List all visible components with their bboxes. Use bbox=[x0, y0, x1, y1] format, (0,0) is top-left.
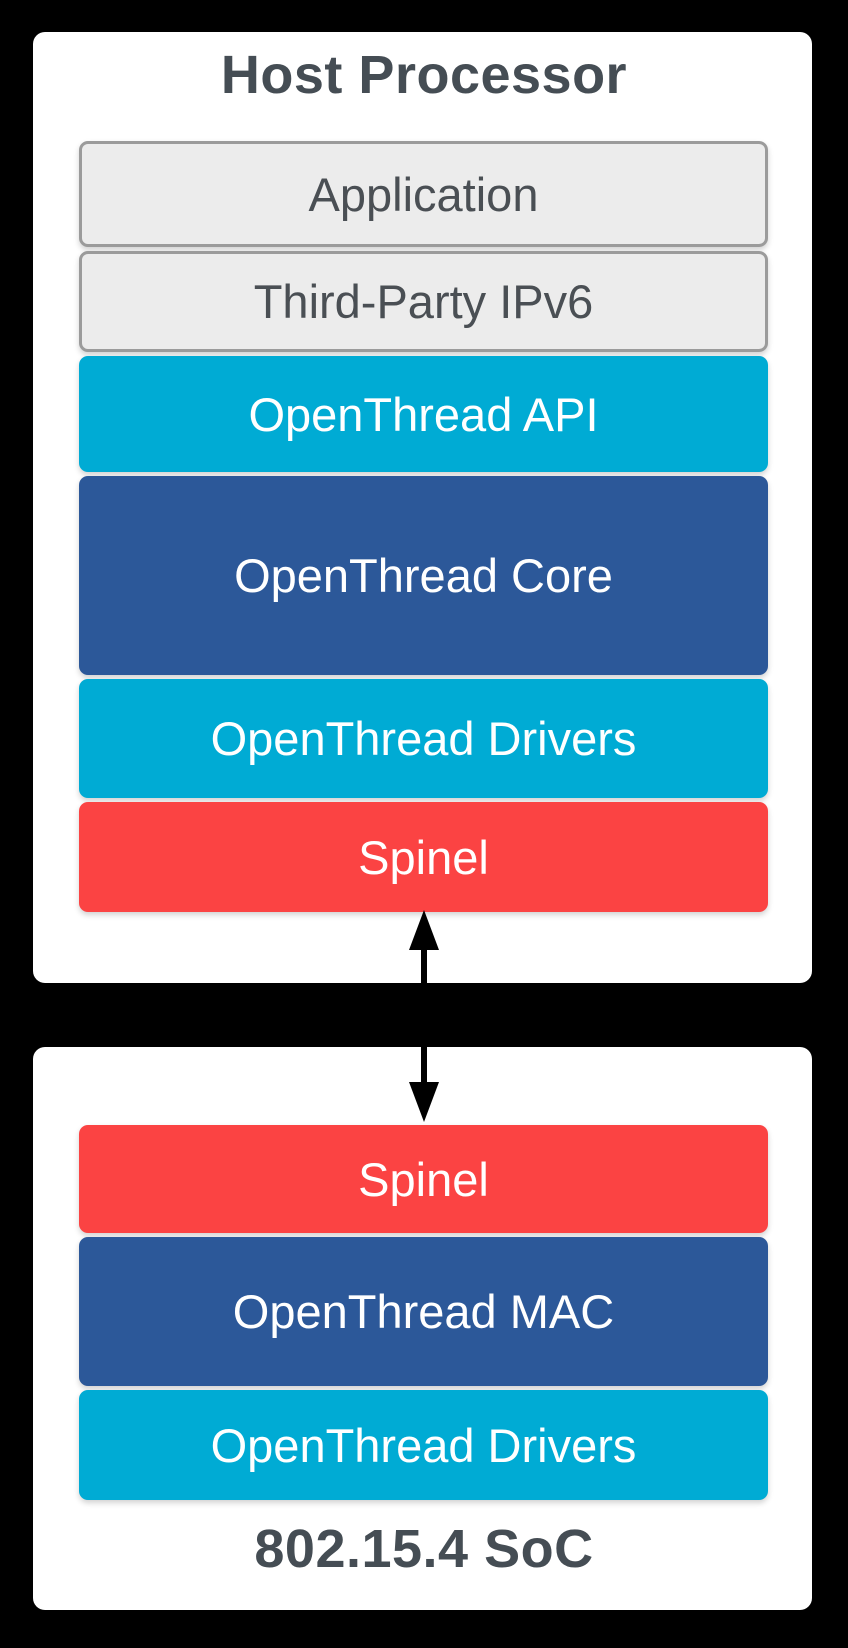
spinel-link-arrow-icon bbox=[409, 910, 439, 1122]
layer-openthread-mac: OpenThread MAC bbox=[79, 1237, 768, 1386]
soc-panel: Spinel OpenThread MAC OpenThread Drivers bbox=[33, 1047, 812, 1610]
layer-openthread-api: OpenThread API bbox=[79, 356, 768, 472]
layer-openthread-drivers-soc: OpenThread Drivers bbox=[79, 1390, 768, 1500]
soc-title: 802.15.4 SoC bbox=[254, 1519, 594, 1579]
host-processor-panel: Application Third-Party IPv6 OpenThread … bbox=[33, 32, 812, 983]
host-processor-title: Host Processor bbox=[220, 45, 628, 105]
layer-spinel-host: Spinel bbox=[79, 802, 768, 912]
layer-third-party-ipv6: Third-Party IPv6 bbox=[79, 251, 768, 352]
layer-spinel-soc: Spinel bbox=[79, 1125, 768, 1233]
layer-application: Application bbox=[79, 141, 768, 247]
layer-openthread-drivers-host: OpenThread Drivers bbox=[79, 679, 768, 798]
layer-openthread-core: OpenThread Core bbox=[79, 476, 768, 675]
